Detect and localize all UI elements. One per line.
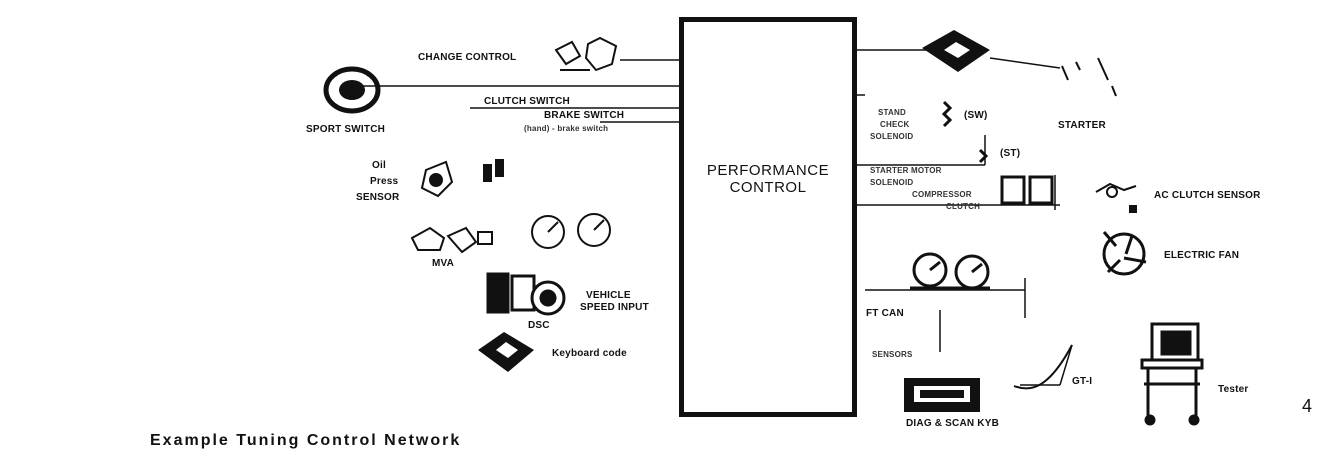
ecu-chip-icon [922,30,990,72]
label-vehicle-2: SPEED INPUT [580,302,649,313]
label-relay-block-1: STARTER MOTOR [870,166,942,175]
tester-cart-icon [1140,322,1204,426]
control-unit-line1: PERFORMANCE [706,162,830,179]
label-brake-switch-sub: (hand) - brake switch [524,124,609,133]
figure-caption: Example Tuning Control Network [150,432,462,449]
label-clutch-switch: CLUTCH SWITCH [484,96,570,107]
gear-shifter-icon [554,36,618,72]
label-compressor-1: COMPRESSOR [912,190,972,199]
label-relay-block-2: SOLENOID [870,178,914,187]
relay-bracket-icon [941,100,1054,205]
label-tester: Tester [1218,384,1249,395]
label-solenoid-3: SOLENOID [870,132,914,141]
ac-sensor-icon [1095,182,1137,213]
label-ft-can: FT CAN [866,308,904,319]
keyboard-chip-icon [478,332,534,372]
connection-lines [358,49,1073,386]
control-unit-line2: CONTROL [729,179,807,196]
label-solenoid-1: STAND [878,108,906,117]
label-relay-sw: (SW) [964,110,988,121]
control-unit-title: PERFORMANCE CONTROL [684,162,852,196]
label-ac-sensor: AC CLUTCH SENSOR [1154,190,1261,201]
label-oil-sensor-1: Oil [372,160,386,171]
label-starter: STARTER [1058,120,1106,131]
label-sport-switch: SPORT SWITCH [306,124,386,135]
starter-icon [1061,57,1117,97]
label-vehicle-1: VEHICLE [586,290,631,301]
performance-control-box: PERFORMANCE CONTROL [679,17,857,417]
mva-valve-icon [410,213,611,254]
label-oil-sensor-3: SENSOR [356,192,400,203]
label-gt1: GT-I [1072,376,1093,387]
scan-device-icon [904,378,980,412]
label-sensors: SENSORS [872,350,913,359]
gt1-cable-icon [1013,344,1073,390]
label-solenoid-2: CHECK [880,120,910,129]
label-oil-sensor-2: Press [370,176,399,187]
sport-switch-icon [323,66,381,114]
page-number: 4 [1302,396,1313,416]
label-brake-switch: BRAKE SWITCH [544,110,625,121]
label-mva: MVA [432,258,455,269]
label-compressor-2: CLUTCH [946,202,981,211]
label-electric-fan: ELECTRIC FAN [1164,250,1240,261]
gauge-icons [910,252,990,290]
label-keyboard: Keyboard code [552,348,627,359]
label-dsc: DSC [528,320,550,331]
dsc-module-icon [486,272,566,316]
oil-sensor-icon [420,159,504,198]
electric-fan-icon [1102,231,1147,276]
label-diag: DIAG & SCAN KYB [906,418,1000,429]
label-change-control: CHANGE CONTROL [418,52,517,63]
label-relay-st: (ST) [1000,148,1021,159]
